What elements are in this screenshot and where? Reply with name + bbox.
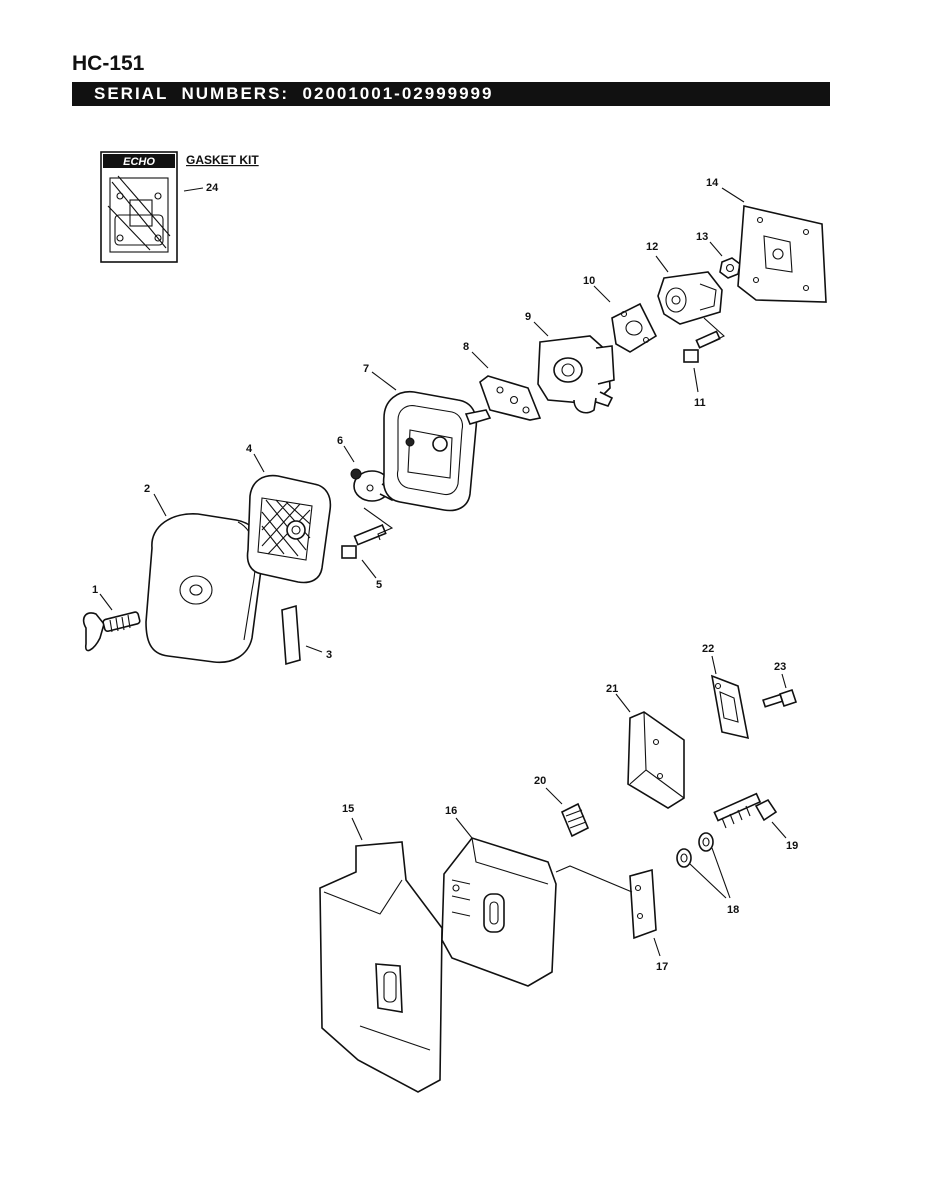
gasket-kit-brand: ECHO <box>123 156 155 168</box>
callout-23: 23 <box>774 661 786 673</box>
callout-6: 6 <box>337 435 343 447</box>
part-23-screw <box>762 688 798 708</box>
part-21-exhaust-cover <box>627 711 685 809</box>
part-19-bolt <box>713 792 778 829</box>
callout-21: 21 <box>606 683 618 695</box>
callout-8: 8 <box>463 341 469 353</box>
callout-18: 18 <box>727 904 739 916</box>
part-18-washers <box>676 832 714 868</box>
callout-19: 19 <box>786 840 798 852</box>
callout-24: 24 <box>206 182 219 194</box>
callout-numbers: 1 2 3 4 5 6 7 8 9 10 11 12 13 14 15 16 1… <box>92 177 798 973</box>
callout-3: 3 <box>326 649 332 661</box>
part-1-wing-bolt <box>82 611 141 652</box>
callout-20: 20 <box>534 775 546 787</box>
part-20-spark-arrester <box>560 802 590 838</box>
callout-10: 10 <box>583 275 595 287</box>
assembly-lines <box>363 317 725 893</box>
callout-leaders <box>99 187 787 957</box>
part-7-air-cleaner-base <box>382 391 492 512</box>
part-14-insulator-gasket <box>737 205 827 303</box>
part-12-carburetor-holder <box>657 271 723 325</box>
callout-2: 2 <box>144 483 150 495</box>
gasket-kit-title: GASKET KIT <box>186 153 259 167</box>
part-8-gasket <box>479 375 542 421</box>
callout-17: 17 <box>656 961 668 973</box>
part-11-bolt <box>683 330 721 363</box>
serial-numbers-text: SERIAL NUMBERS: 02001001-02999999 <box>94 84 494 103</box>
callout-14: 14 <box>706 177 719 189</box>
callout-5: 5 <box>376 579 382 591</box>
gasket-kit-box: ECHO GASKET KIT 24 <box>100 151 259 263</box>
callout-22: 22 <box>702 643 714 655</box>
part-17-muffler-plate <box>629 868 657 940</box>
serial-numbers-banner: SERIAL NUMBERS: 02001001-02999999 <box>72 82 830 106</box>
callout-16: 16 <box>445 805 457 817</box>
callout-11: 11 <box>694 397 706 409</box>
callout-7: 7 <box>363 363 369 375</box>
callout-1: 1 <box>92 584 98 596</box>
part-3-filter-element <box>281 604 301 666</box>
part-10-gasket <box>611 302 658 353</box>
part-5-bolt <box>341 524 387 559</box>
callout-15: 15 <box>342 803 354 815</box>
model-number: HC-151 <box>72 52 145 75</box>
callout-12: 12 <box>646 241 658 253</box>
callout-13: 13 <box>696 231 708 243</box>
part-16-muffler <box>441 837 557 987</box>
part-15-heat-shield <box>319 841 443 1093</box>
part-22-gasket <box>710 674 750 740</box>
part-2-air-cleaner-cover <box>145 513 264 664</box>
callout-9: 9 <box>525 311 531 323</box>
part-13-nut <box>719 257 741 279</box>
part-9-carburetor <box>537 335 615 414</box>
callout-4: 4 <box>246 443 253 455</box>
part-4-air-cleaner-case <box>246 474 332 584</box>
